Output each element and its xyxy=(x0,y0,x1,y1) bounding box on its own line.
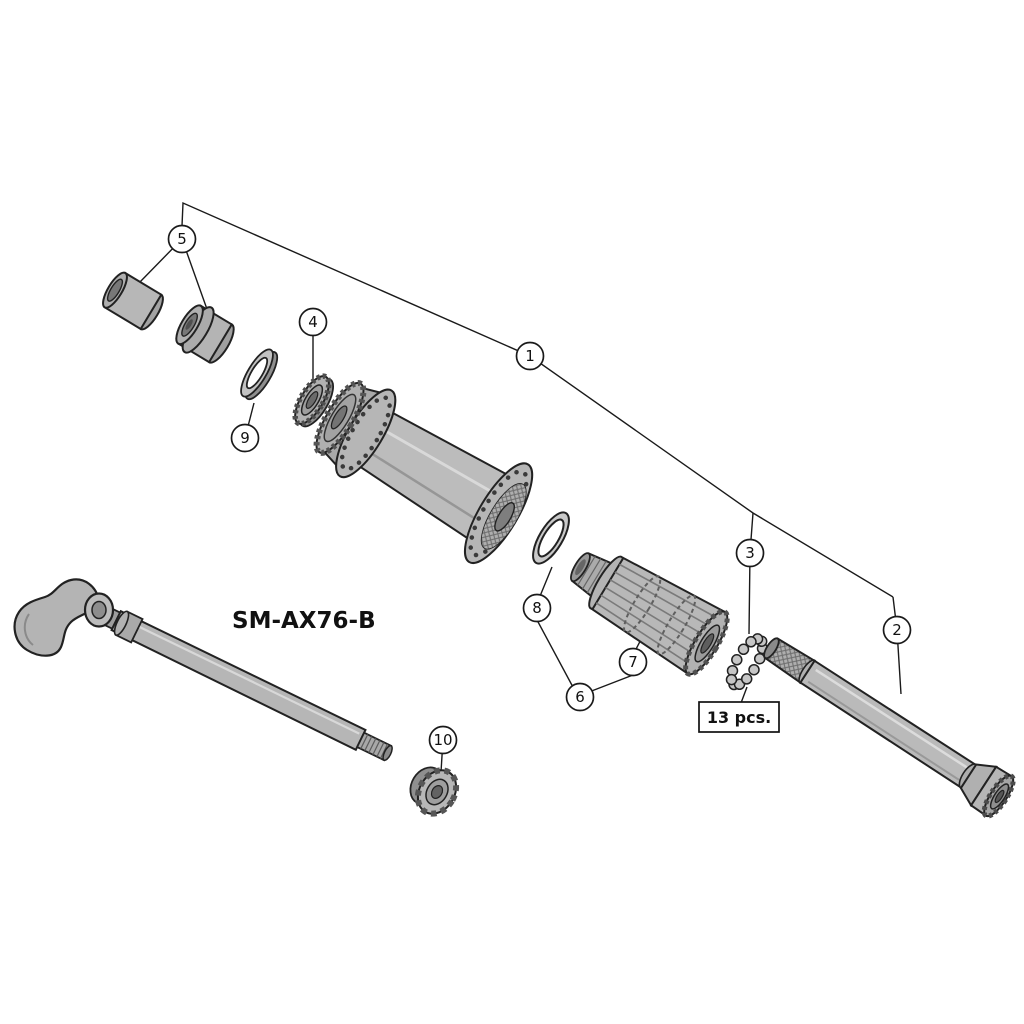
part-washer xyxy=(240,348,279,401)
part-lock-ring xyxy=(292,373,334,428)
callout-4: 4 xyxy=(298,307,328,337)
callout-8: 8 xyxy=(522,593,552,623)
spoke-holes-left xyxy=(339,395,392,472)
bracket-line-part6-left xyxy=(536,619,575,690)
part-freehub-body xyxy=(570,552,730,677)
bracket-line-part6-right xyxy=(588,674,634,693)
end-nut-splines xyxy=(414,767,460,817)
callout-1-number: 1 xyxy=(525,347,535,365)
leader-line-part3 xyxy=(748,512,754,635)
callout-6-number: 6 xyxy=(575,688,585,706)
freehub-splines xyxy=(683,609,730,677)
callout-4-number: 4 xyxy=(308,313,318,331)
callout-5: 5 xyxy=(167,224,197,254)
part-cone-nut xyxy=(175,304,235,364)
part-qr-lever xyxy=(13,578,115,657)
callout-8-number: 8 xyxy=(532,599,542,617)
callout-1: 1 xyxy=(515,341,545,371)
callout-3-number: 3 xyxy=(745,544,755,562)
callout-7: 7 xyxy=(618,647,648,677)
part-axle-shaft xyxy=(763,637,1016,819)
leader-line-part2 xyxy=(892,596,902,695)
model-label: SM-AX76-B xyxy=(232,608,376,634)
leader-line-bearings xyxy=(740,686,748,704)
bearing-count-box: 13 pcs. xyxy=(698,701,780,733)
callout-2: 2 xyxy=(882,615,912,645)
centerlock-serrations xyxy=(313,379,367,456)
callout-9: 9 xyxy=(230,423,260,453)
callout-5-number: 5 xyxy=(177,230,187,248)
axle-head-ribs xyxy=(981,773,1016,819)
callout-10: 10 xyxy=(428,725,458,755)
callout-9-number: 9 xyxy=(240,429,250,447)
callout-3: 3 xyxy=(735,538,765,568)
part-end-nut xyxy=(409,766,460,817)
callout-6: 6 xyxy=(565,682,595,712)
part-bearing-balls xyxy=(725,633,769,691)
callout-2-number: 2 xyxy=(892,621,902,639)
bearing-count-box-border xyxy=(698,701,780,733)
part-dust-cap xyxy=(102,271,164,331)
part-seal-ring xyxy=(532,511,570,565)
callouts: 1 2 3 4 5 6 7 8 xyxy=(167,224,912,755)
part-hub-shell xyxy=(313,379,534,565)
callout-7-number: 7 xyxy=(628,653,638,671)
bearing-count-label: 13 pcs. xyxy=(707,708,771,727)
callout-10-number: 10 xyxy=(433,731,452,749)
